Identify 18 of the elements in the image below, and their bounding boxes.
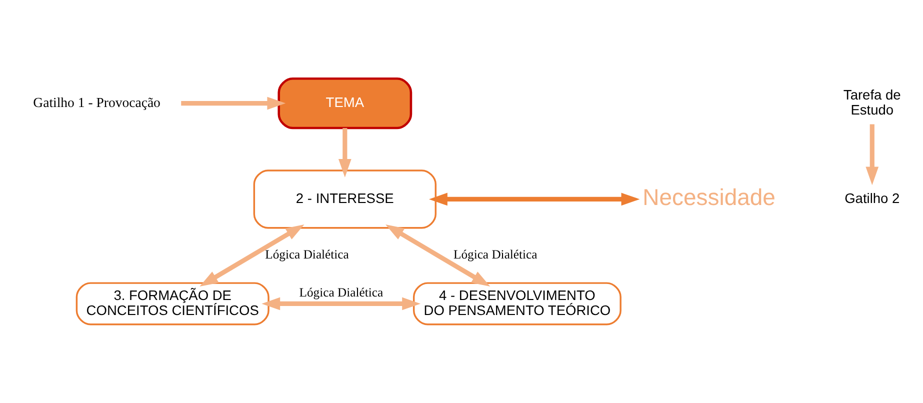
arrow [200, 224, 304, 287]
arrow [262, 297, 421, 310]
node-box: 3. FORMAÇÃO DE CONCEITOS CIENTÍFICOS [76, 282, 270, 326]
node-box: 4 - DESENVOLVIMENTO DO PENSAMENTO TEÓRICO [412, 282, 622, 326]
arrow [386, 224, 490, 287]
edge-label: Lógica Dialética [299, 286, 384, 300]
arrow [181, 96, 286, 110]
arrow [338, 128, 352, 178]
node-text: Gatilho 2 [844, 190, 900, 206]
node-text: Necessidade [642, 184, 776, 210]
node-text: Gatilho 1 - Provocação [33, 94, 160, 110]
node-box: TEMA [278, 77, 412, 130]
edge-label: Lógica Dialética [453, 248, 538, 262]
edge-label: Lógica Dialética [265, 248, 349, 262]
node-box: 2 - INTERESSE [253, 170, 437, 229]
arrow [866, 124, 879, 186]
node-text: Tarefa de Estudo [843, 87, 901, 118]
arrow [429, 192, 640, 206]
